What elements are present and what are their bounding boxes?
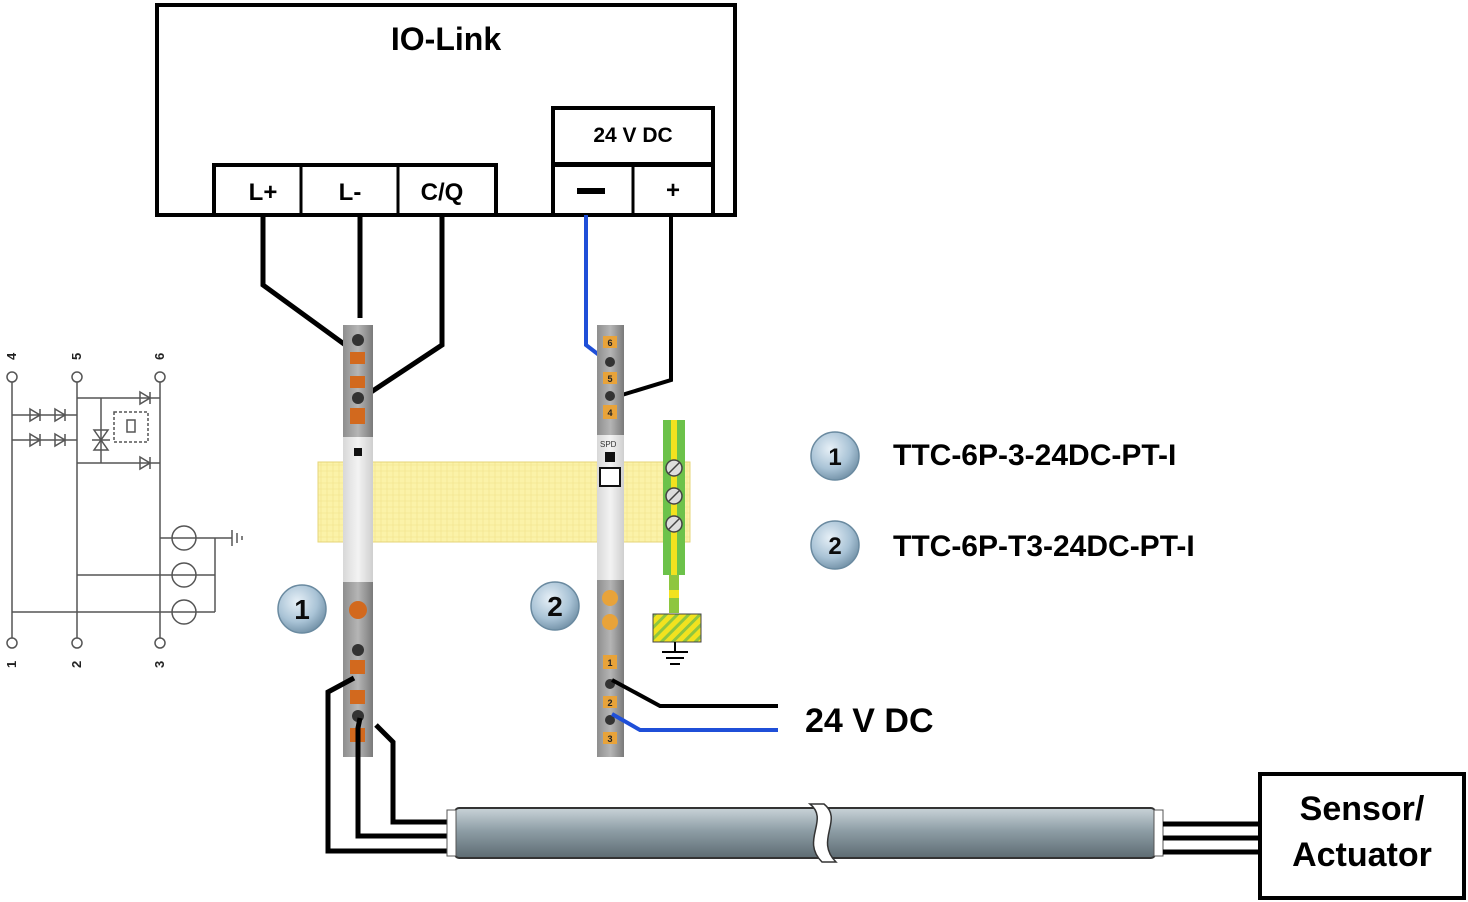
supply-out-black-wire xyxy=(611,678,778,708)
supply-plus-wire xyxy=(611,215,673,400)
terminal-number-2: 2 xyxy=(607,698,612,708)
spd-label: SPD xyxy=(600,440,617,449)
module-2: 6 5 4 SPD 1 2 3 xyxy=(597,325,624,757)
legend-item-2-number: 2 xyxy=(828,533,841,560)
sensor-actuator-box: Sensor/ Actuator xyxy=(1258,772,1466,900)
marker-module-2-number: 2 xyxy=(547,591,563,622)
minus-terminal-icon xyxy=(577,188,605,194)
schematic-pin-4: 4 xyxy=(4,352,19,360)
module-1 xyxy=(343,325,373,757)
marker-module-1: 1 xyxy=(277,584,327,634)
schematic-pin-6: 6 xyxy=(152,353,167,360)
supply-out-label: 24 V DC xyxy=(805,702,934,740)
legend-item-2-label: TTC-6P-T3-24DC-PT-I xyxy=(893,530,1195,563)
din-rail xyxy=(317,461,691,543)
legend-item-1: 1 TTC-6P-3-24DC-PT-I xyxy=(810,431,1176,481)
device-label-line1: Sensor/ xyxy=(1300,790,1425,828)
terminal-l-minus: L- xyxy=(339,179,362,206)
shielded-cable xyxy=(446,803,1164,863)
io-link-wires xyxy=(260,215,445,401)
legend-item-1-label: TTC-6P-3-24DC-PT-I xyxy=(893,439,1176,472)
terminal-cq: C/Q xyxy=(421,179,464,206)
supply-label: 24 V DC xyxy=(593,124,672,147)
circuit-schematic xyxy=(6,371,243,649)
schematic-pin-3: 3 xyxy=(152,661,167,668)
terminal-plus: + xyxy=(666,177,680,204)
device-label-line2: Actuator xyxy=(1292,836,1432,874)
schematic-pin-5: 5 xyxy=(69,353,84,360)
ground-terminal xyxy=(652,420,702,665)
terminal-number-4: 4 xyxy=(607,408,612,418)
spd-status-icon xyxy=(599,467,621,487)
cable-device-wires xyxy=(1163,821,1260,855)
terminal-number-1: 1 xyxy=(607,658,612,668)
terminal-number-6: 6 xyxy=(607,338,612,348)
marker-module-2: 2 xyxy=(530,581,580,631)
io-link-terminal-strip xyxy=(212,163,498,217)
terminal-number-3: 3 xyxy=(607,734,612,744)
schematic-pin-2: 2 xyxy=(69,661,84,668)
supply-label-box xyxy=(551,106,715,166)
terminal-l-plus: L+ xyxy=(249,179,278,206)
cable-break-icon xyxy=(807,803,838,863)
marker-module-1-number: 1 xyxy=(294,594,310,625)
io-link-title: IO-Link xyxy=(391,21,501,57)
terminal-number-5: 5 xyxy=(607,374,612,384)
legend: 1 TTC-6P-3-24DC-PT-I 2 TTC-6P-T3-24DC-PT… xyxy=(810,431,1195,570)
io-link-box: IO-Link L+ L- C/Q 24 V DC + xyxy=(155,3,737,217)
legend-item-2: 2 TTC-6P-T3-24DC-PT-I xyxy=(810,520,1195,570)
module-1-cable-wires xyxy=(325,675,450,854)
legend-item-1-number: 1 xyxy=(828,444,841,471)
schematic-pin-1: 1 xyxy=(4,661,19,668)
supply-out-blue-wire xyxy=(611,712,778,732)
schematic-pin-labels: 4 5 6 1 2 3 xyxy=(4,352,167,668)
